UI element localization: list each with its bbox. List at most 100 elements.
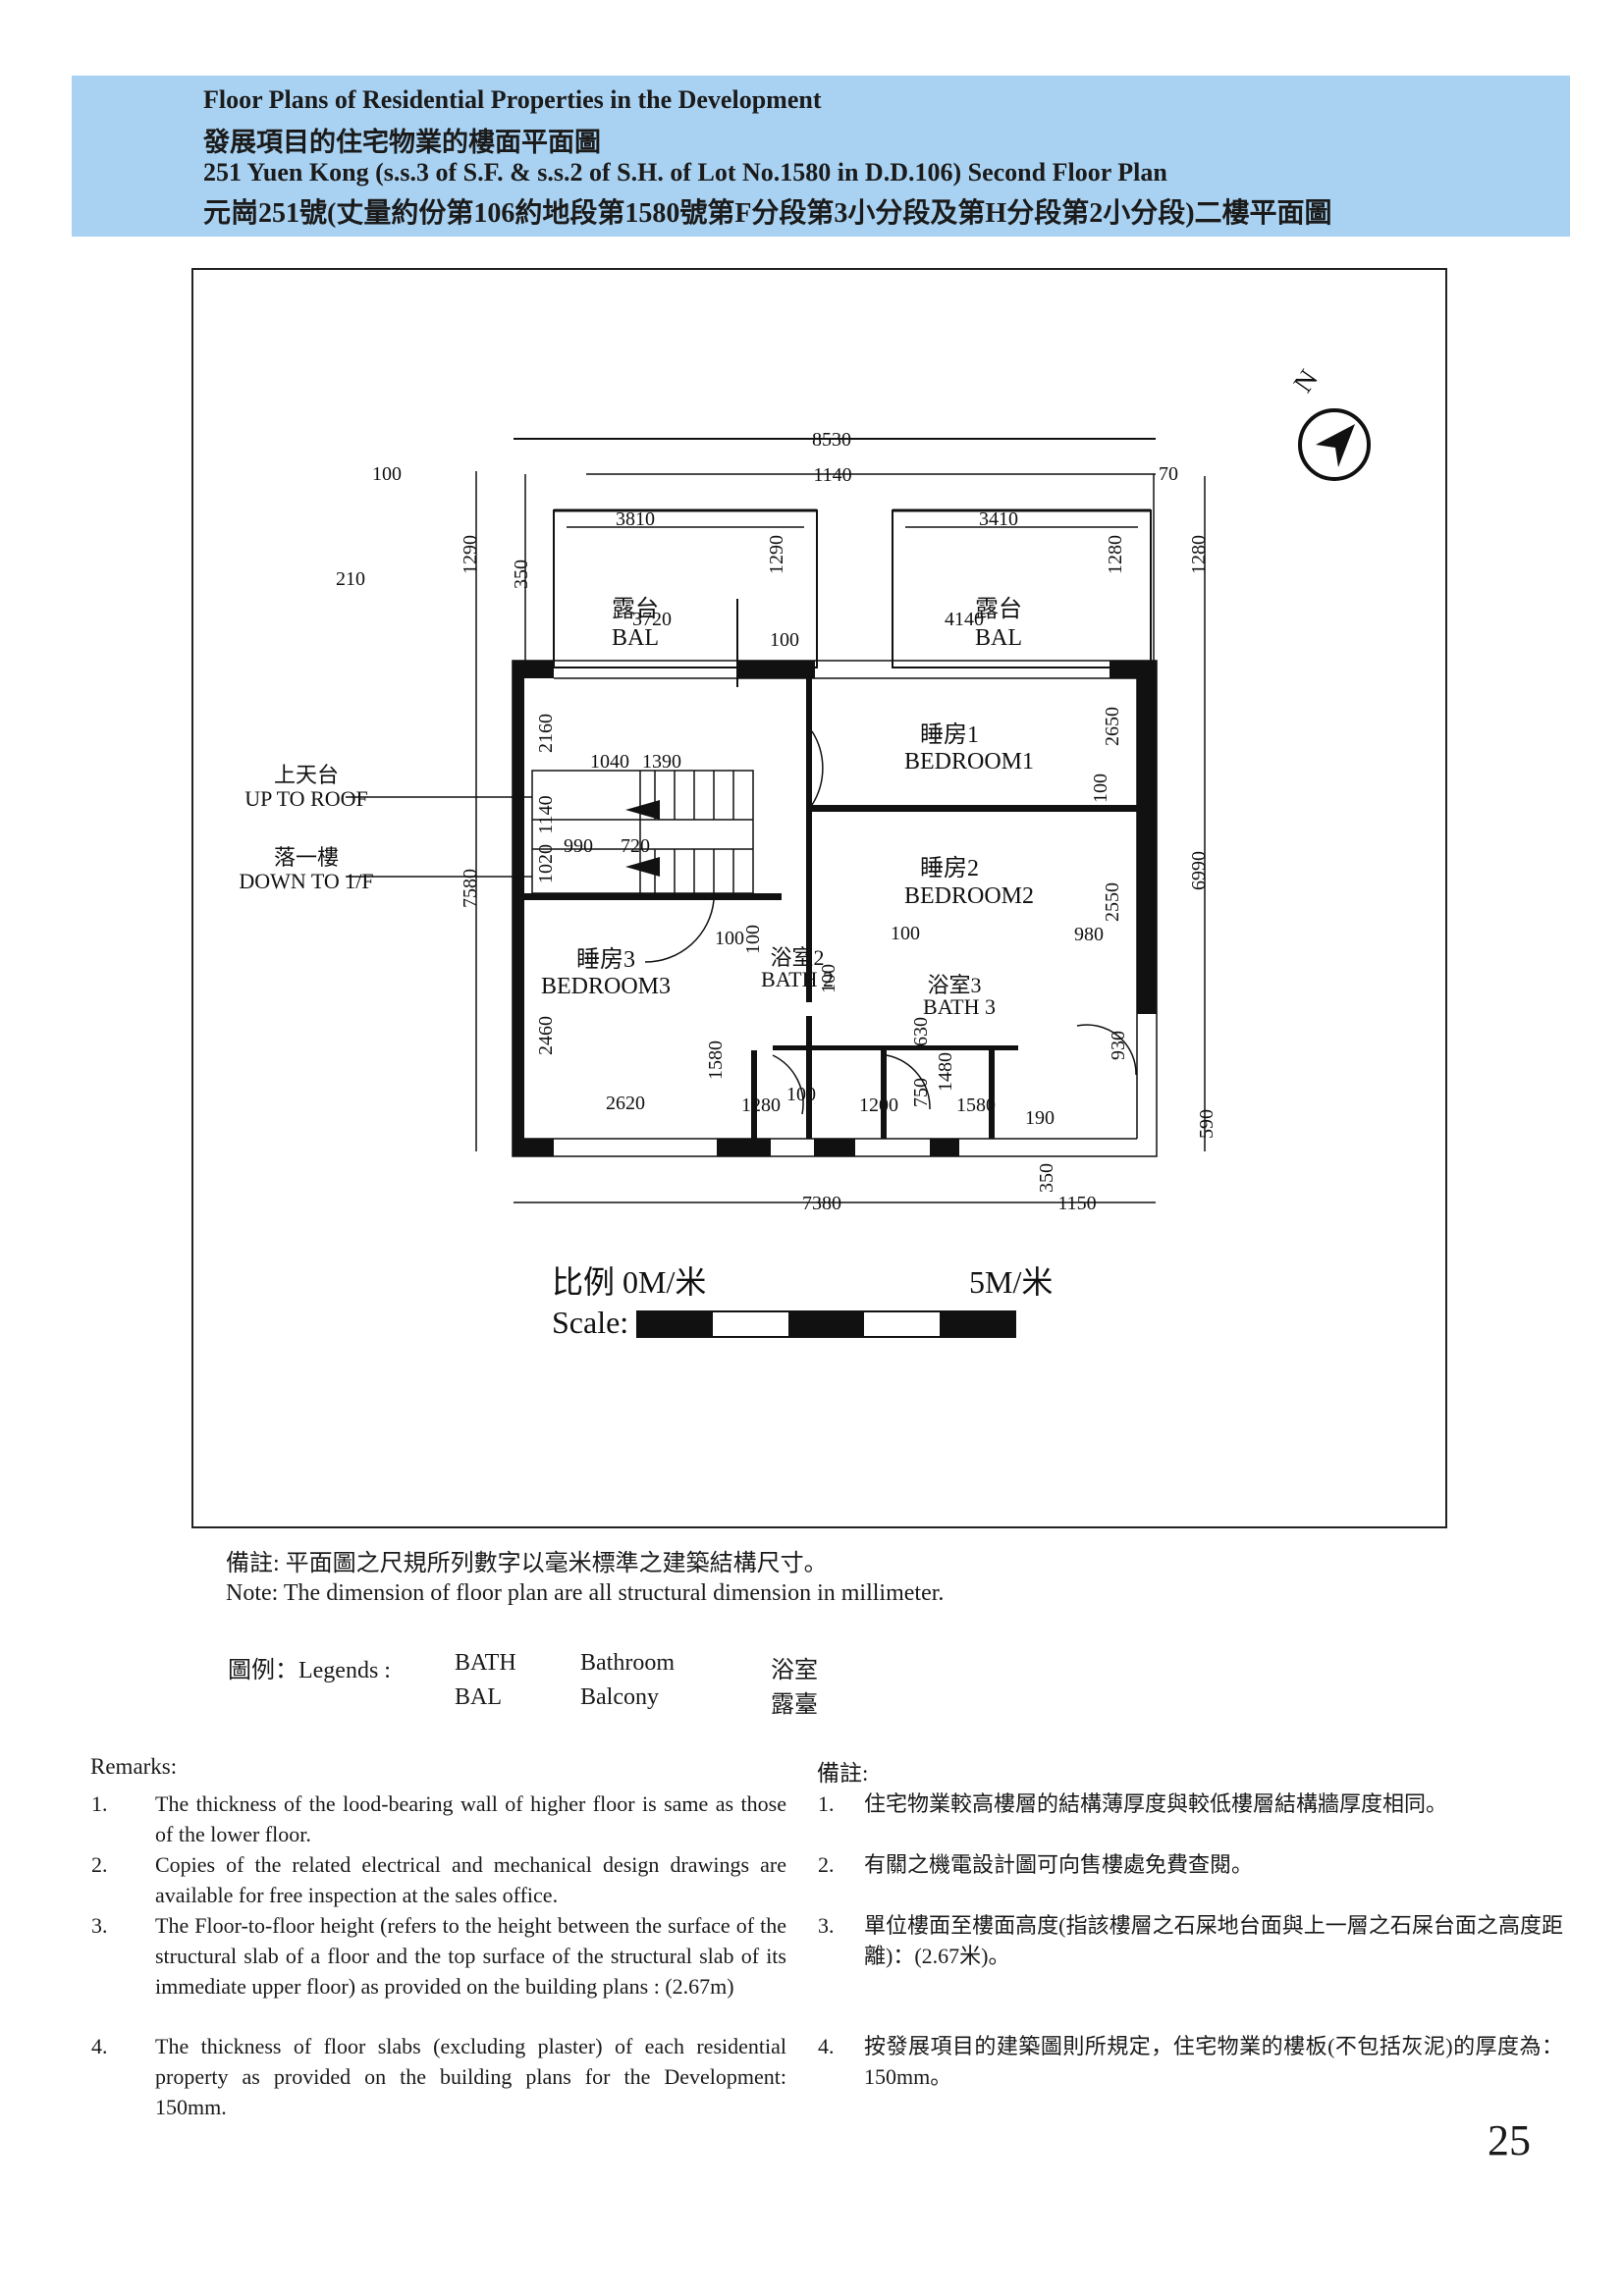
dim-100-bot: 100 [786, 1084, 816, 1105]
dim-190: 190 [1025, 1107, 1055, 1129]
header-title-zh: 發展項目的住宅物業的樓面平面圖 [203, 128, 601, 157]
remark-text-zh: 單位樓面至樓面高度(指該樓層之石屎地台面與上一層之石屎台面之高度距離)：(2.6… [864, 1913, 1563, 1968]
dim-1140-stair: 1140 [535, 795, 557, 833]
dim-100-b1: 100 [1090, 774, 1111, 803]
scale-label-end: 5M/米 [969, 1264, 1053, 1300]
dim-1040: 1040 [590, 751, 629, 773]
dim-1390: 1390 [642, 751, 681, 773]
page-number: 25 [1488, 2116, 1531, 2164]
remark-number: 4. [818, 2034, 835, 2058]
remark-number: 1. [818, 1791, 835, 1816]
dim-1200: 1200 [859, 1095, 898, 1116]
dim-1580-bot: 1580 [956, 1095, 996, 1116]
bal-right-zh: 露台 [975, 596, 1022, 622]
bedroom3-zh: 睡房3 [576, 946, 635, 973]
dim-1280-bot: 1280 [741, 1095, 781, 1116]
dim-1280-right: 1280 [1188, 535, 1210, 574]
remark-number: 2. [818, 1852, 835, 1877]
dim-350-left: 350 [511, 560, 532, 589]
dim-8530: 8530 [812, 429, 851, 451]
remark-number: 4. [91, 2034, 108, 2058]
dim-1290-mid: 1290 [766, 535, 787, 574]
bal-left-zh: 露台 [612, 596, 659, 622]
bath3-en: BATH 3 [923, 994, 996, 1019]
dim-2620: 2620 [606, 1093, 645, 1114]
dim-2460: 2460 [535, 1016, 557, 1055]
remark-number: 1. [91, 1791, 108, 1816]
remark-number: 3. [818, 1913, 835, 1938]
bedroom2-en: BEDROOM2 [904, 883, 1034, 909]
dim-3410: 3410 [979, 508, 1018, 530]
dim-100-top: 100 [372, 463, 402, 485]
dim-2650: 2650 [1102, 707, 1123, 746]
legend-zh: 浴室 [771, 1658, 818, 1683]
dim-1280-mid: 1280 [1105, 535, 1126, 574]
legend-zh: 露臺 [771, 1692, 818, 1718]
floor-plan-drawing: N [239, 364, 1371, 1340]
bedroom3-en: BEDROOM3 [541, 974, 671, 999]
header-subtitle-en: 251 Yuen Kong (s.s.3 of S.F. & s.s.2 of … [203, 158, 1167, 187]
dim-2160: 2160 [535, 714, 557, 753]
down-to-1f-zh: 落一樓 [274, 845, 339, 870]
dim-980: 980 [1074, 924, 1104, 945]
scale-label-zh: 比例 0M/米 [552, 1264, 706, 1300]
dim-1020: 1020 [535, 844, 557, 883]
dim-590: 590 [1196, 1109, 1218, 1139]
remark-number: 2. [91, 1852, 108, 1877]
header-title-en: Floor Plans of Residential Properties in… [203, 85, 822, 114]
bath3-zh: 浴室3 [927, 973, 981, 997]
dim-1150: 1150 [1057, 1193, 1096, 1214]
remark-text-en: The Floor-to-floor height (refers to the… [155, 1913, 786, 1999]
header-band: Floor Plans of Residential Properties in… [72, 76, 1570, 237]
dim-720: 720 [621, 835, 650, 857]
bedroom1-zh: 睡房1 [920, 721, 979, 748]
remark-text-zh: 按發展項目的建築圖則所規定，住宅物業的樓板(不包括灰泥)的厚度為：150mm。 [864, 2034, 1563, 2089]
dim-7380: 7380 [802, 1193, 841, 1214]
dim-2550: 2550 [1102, 882, 1123, 922]
floor-plan-frame: N [191, 268, 1447, 1528]
bath2-zh: 浴室2 [770, 945, 824, 970]
note-en: Note: The dimension of floor plan are al… [226, 1580, 945, 1606]
up-to-roof-zh: 上天台 [274, 763, 339, 787]
remark-text-zh: 有關之機電設計圖可向售樓處免費查閱。 [864, 1852, 1254, 1877]
north-label: N [1288, 364, 1325, 398]
legend-heading: 圖例：Legends : [228, 1658, 391, 1683]
bal-left-en: BAL [612, 625, 659, 651]
dim-100-hall: 100 [770, 629, 799, 651]
dim-4140: 4140 [945, 609, 984, 630]
dim-3810: 3810 [616, 508, 655, 530]
bedroom1-en: BEDROOM1 [904, 749, 1034, 774]
dim-100-bath-a: 100 [715, 928, 744, 949]
dim-3720: 3720 [632, 609, 672, 630]
legend-abbr: BATH [455, 1650, 516, 1676]
scale-bar: 比例 0M/米 5M/米 Scale: [552, 1264, 1053, 1340]
legend-meaning: Bathroom [580, 1650, 675, 1676]
dim-210: 210 [336, 568, 365, 590]
bath2-en: BATH 2 [761, 967, 834, 991]
dim-100-bath-c: 100 [818, 964, 839, 993]
remarks-heading-zh: 備註: [817, 1761, 869, 1786]
up-to-roof-en: UP TO ROOF [244, 786, 368, 811]
bal-right-en: BAL [975, 625, 1022, 651]
remark-number: 3. [91, 1913, 108, 1938]
bedroom2-zh: 睡房2 [920, 855, 979, 881]
dim-350-bot: 350 [1036, 1163, 1057, 1193]
dim-70: 70 [1159, 463, 1178, 485]
north-arrow-icon: N [1288, 364, 1371, 481]
down-to-1f-en: DOWN TO 1/F [239, 869, 373, 893]
remark-text-en: The thickness of floor slabs (excluding … [155, 2034, 786, 2119]
dim-100-stair: 100 [742, 925, 764, 954]
note-zh: 備註: 平面圖之尺規所列數字以毫米標準之建築結構尺寸。 [226, 1551, 828, 1576]
remarks-heading-en: Remarks: [90, 1754, 178, 1779]
dim-930: 930 [1108, 1031, 1129, 1060]
dim-630: 630 [910, 1017, 932, 1046]
dim-7580: 7580 [460, 869, 481, 908]
remark-text-en: The thickness of the lood-bearing wall o… [155, 1791, 786, 1846]
dim-100-bath-b: 100 [891, 923, 920, 944]
dim-1290-left: 1290 [460, 535, 481, 574]
dim-1140: 1140 [813, 464, 851, 486]
dim-6990: 6990 [1188, 851, 1210, 890]
remark-text-zh: 住宅物業較高樓層的結構薄厚度與較低樓層結構牆厚度相同。 [864, 1791, 1448, 1816]
legend-abbr: BAL [455, 1684, 502, 1710]
dim-1480: 1480 [935, 1052, 956, 1092]
